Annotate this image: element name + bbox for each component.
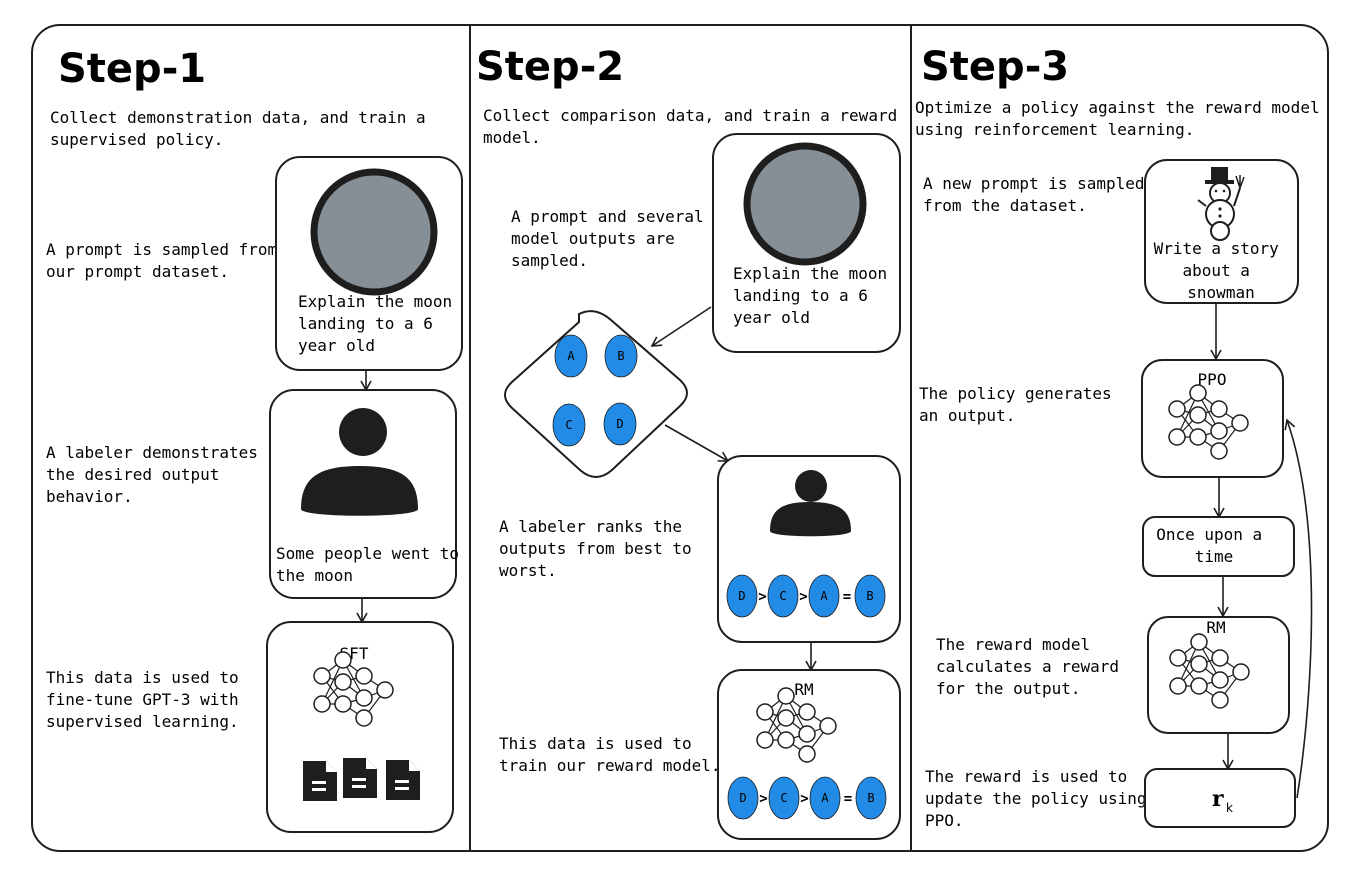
step-2-note-ranks: A labeler ranks the outputs from best to… — [499, 517, 701, 580]
step-2-arrow-to-ranking — [664, 424, 730, 462]
document-icon — [303, 761, 337, 801]
step-1-prompt-text: Explain the moon landing to a 6 year old — [298, 292, 462, 355]
step-3-panel: Step-3 Optimize a policy against the rew… — [915, 44, 1329, 830]
rank-operator: > — [758, 589, 766, 605]
step-1-panel: Step-1 Collect demonstration data, and t… — [46, 46, 469, 833]
svg-text:C: C — [565, 418, 572, 432]
rank-letter: A — [821, 791, 829, 805]
svg-text:A: A — [567, 349, 575, 363]
rank-item-c — [767, 574, 799, 618]
step-1-title: Step-1 — [58, 46, 206, 92]
step-1-description: Collect demonstration data, and train a … — [50, 108, 435, 149]
step-1-note-prompt: A prompt is sampled from our prompt data… — [46, 240, 287, 281]
step-2-ranking-box — [717, 455, 901, 643]
ppo-label: PPO — [1198, 370, 1227, 389]
step-3-note-reward: The reward model calculates a reward for… — [936, 635, 1129, 698]
step-3-rm-label: RM — [1206, 618, 1225, 637]
reward-symbol: r — [1212, 786, 1224, 812]
output-a: A — [554, 334, 588, 378]
step-1-note-labeler: A labeler demonstrates the desired outpu… — [46, 443, 268, 506]
rank-letter: D — [739, 791, 746, 805]
step-3-title: Step-3 — [921, 44, 1069, 90]
rank-item-d — [727, 776, 759, 820]
step-3-output-box — [1142, 516, 1295, 577]
rank-operator: > — [800, 791, 808, 807]
svg-text:D: D — [616, 417, 623, 431]
rank-item-b — [854, 574, 886, 618]
step-3-prompt-text: Write a story about a snowman — [1154, 239, 1289, 302]
document-icon — [343, 758, 377, 798]
step-3-note-prompt: A new prompt is sampled from the dataset… — [923, 174, 1154, 215]
rank-operator: > — [799, 589, 807, 605]
output-b: B — [604, 334, 638, 378]
rank-letter: B — [867, 791, 874, 805]
rank-item-a — [809, 776, 841, 820]
step-2-note-train: This data is used to train our reward mo… — [499, 734, 721, 775]
reward-subscript: k — [1226, 801, 1233, 815]
rank-operator: > — [759, 791, 767, 807]
step-2-description: Collect comparison data, and train a rew… — [483, 106, 907, 147]
rm-label: RM — [794, 680, 813, 699]
rank-operator: = — [843, 589, 851, 605]
step-3-reward-box — [1144, 768, 1296, 828]
step-3-note-policy: The policy generates an output. — [919, 384, 1121, 425]
rank-item-a — [808, 574, 840, 618]
step-1-demo-text: Some people went to the moon — [276, 544, 469, 585]
step-2-arrow-to-diamond — [650, 306, 712, 347]
rank-letter: D — [738, 589, 745, 603]
rank-letter: A — [820, 589, 828, 603]
rank-letter: C — [780, 791, 787, 805]
step-2-prompt-text: Explain the moon landing to a 6 year old — [733, 264, 897, 327]
step-3-note-update: The reward is used to update the policy … — [925, 767, 1156, 830]
ranking-row: D > C > A = B — [727, 776, 887, 820]
rank-item-d — [726, 574, 758, 618]
rank-item-b — [855, 776, 887, 820]
step-3-description: Optimize a policy against the reward mod… — [915, 98, 1329, 139]
step-3-feedback-arrow — [1284, 418, 1313, 799]
output-d: D — [603, 402, 637, 446]
moon-icon — [743, 142, 867, 266]
person-icon — [301, 408, 418, 516]
step-2-note-sampled: A prompt and several model outputs are s… — [511, 207, 713, 270]
step-1-note-finetune: This data is used to fine-tune GPT-3 wit… — [46, 668, 248, 731]
snowman-icon — [1197, 167, 1245, 241]
moon-icon — [310, 168, 438, 296]
outer-frame — [31, 24, 1329, 852]
document-icon — [386, 760, 420, 800]
ranking-row: D > C > A = B — [726, 574, 886, 618]
step-2-title: Step-2 — [476, 44, 624, 90]
output-c: C — [552, 403, 586, 447]
step-2-panel: Step-2 Collect comparison data, and trai… — [476, 44, 907, 840]
rank-item-c — [768, 776, 800, 820]
step-3-output-text: Once upon a time — [1156, 525, 1272, 566]
svg-text:B: B — [617, 349, 624, 363]
rank-operator: = — [844, 791, 852, 807]
outputs-diamond — [504, 310, 688, 478]
person-icon — [770, 470, 851, 537]
rank-letter: C — [779, 589, 786, 603]
rank-letter: B — [866, 589, 873, 603]
